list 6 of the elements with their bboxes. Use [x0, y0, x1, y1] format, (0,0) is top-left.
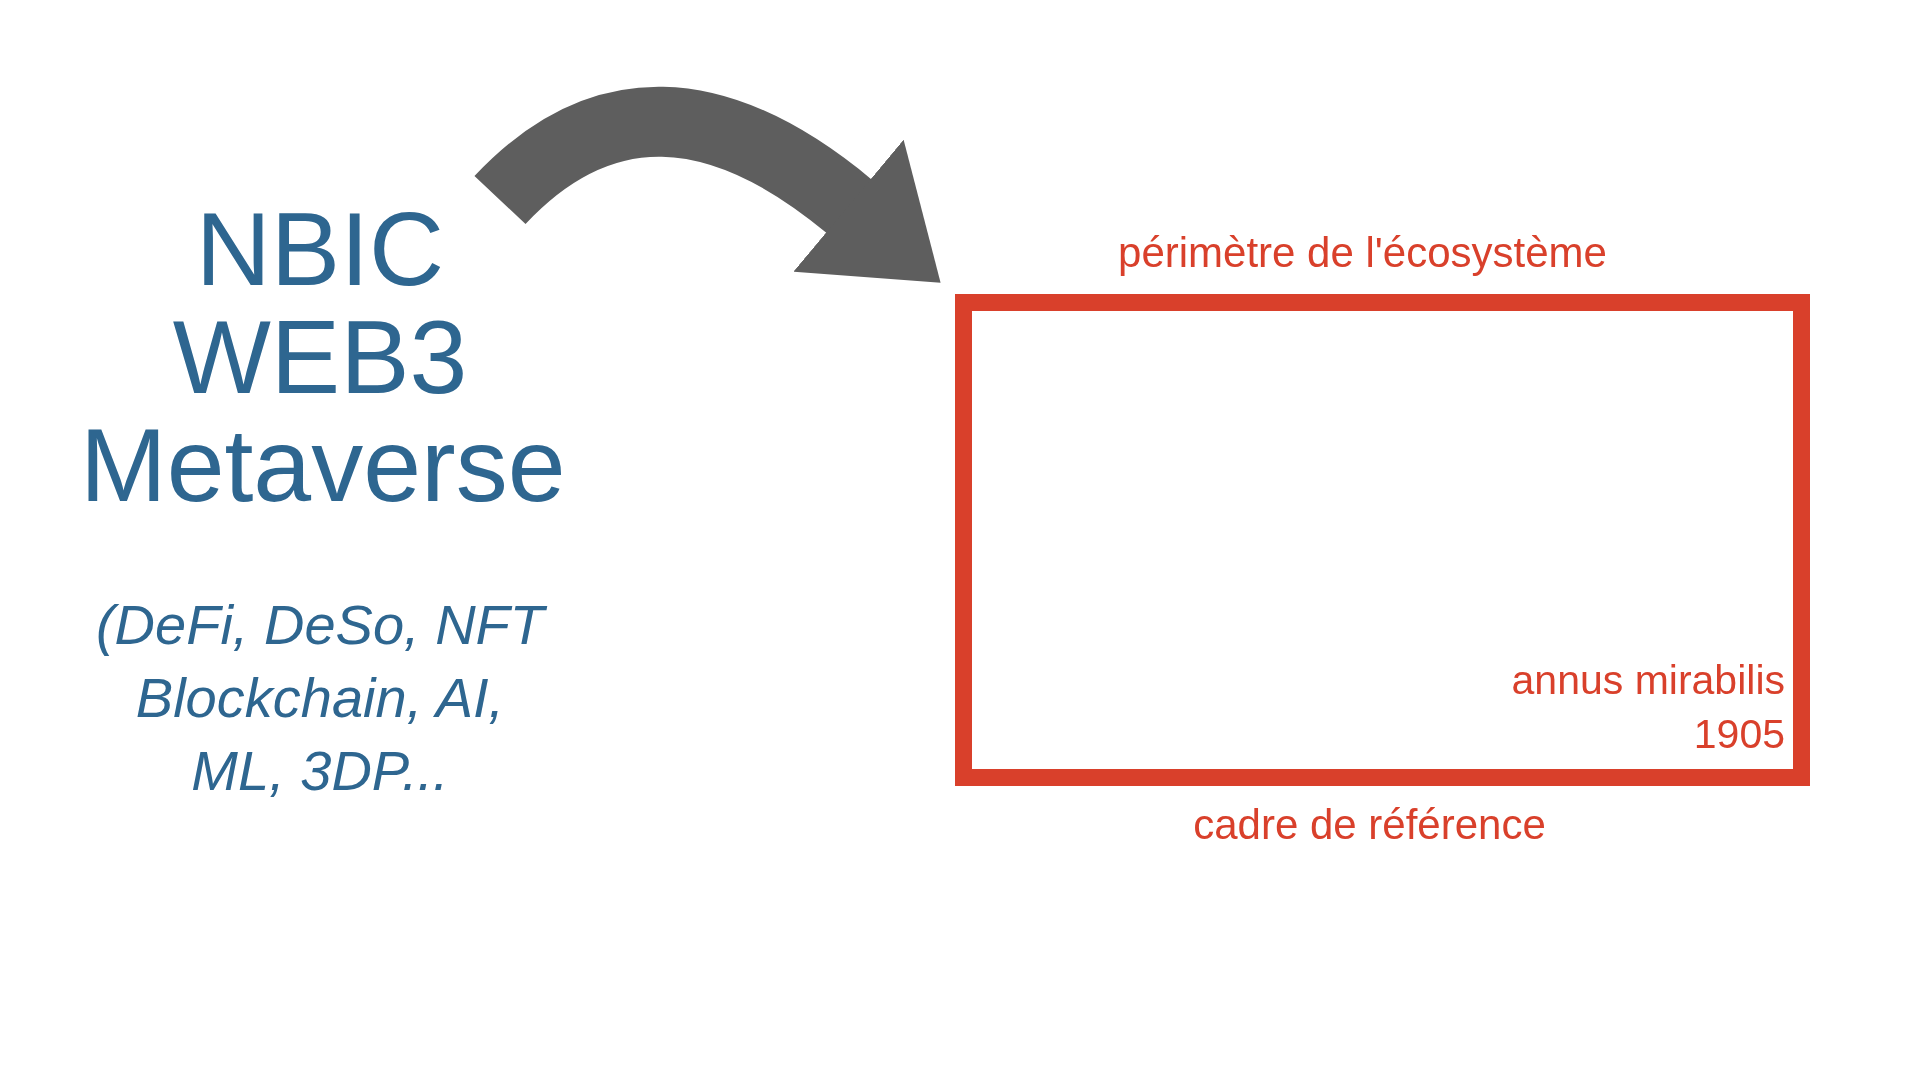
frame-caption: cadre de référence	[1192, 801, 1547, 849]
technology-list: (DeFi, DeSo, NFT Blockchain, AI, ML, 3DP...	[90, 589, 550, 808]
frame-title: périmètre de l'écosystème	[1117, 229, 1608, 277]
frame-note: annus mirabilis 1905	[1510, 656, 1785, 759]
heading: NBIC WEB3 Metaverse	[80, 195, 560, 520]
curved-arrow	[475, 86, 944, 280]
